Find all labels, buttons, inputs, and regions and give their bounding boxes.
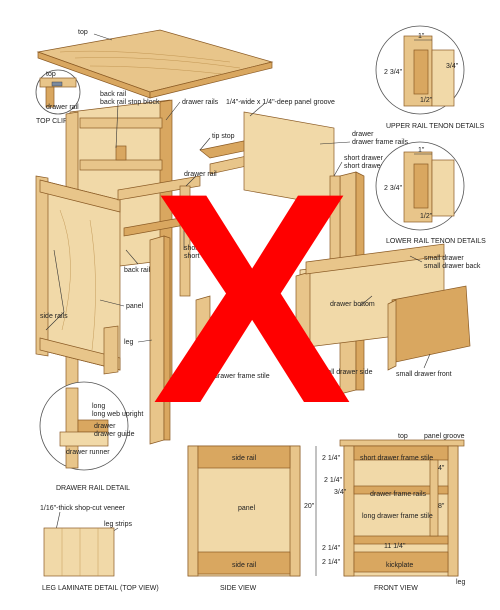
caption-upper-rail-tenon: UPPER RAIL TENON DETAILS	[386, 123, 485, 130]
label-short-web-upright-1: short	[184, 245, 200, 252]
big-red-x-mark: X	[152, 130, 354, 466]
dim-front-b: 3/4"	[334, 489, 347, 496]
label-drawer-guide-1: drawer	[94, 423, 116, 430]
label-leg-strips: leg strips	[104, 521, 133, 528]
label-small-drawer-side: small drawer side	[318, 369, 373, 376]
label-drawer-rail-clip: drawer rail	[46, 104, 79, 111]
label-drawer-frame-rails-front: drawer frame rails	[370, 491, 427, 498]
dim-lower-bottom: 1/2"	[420, 213, 433, 220]
dim-front-c: 4"	[438, 465, 445, 472]
label-top: top	[78, 29, 88, 36]
label-veneer: 1/16"-thick shop-cut veneer	[40, 505, 126, 512]
label-drawer-bottom: drawer bottom	[330, 301, 375, 308]
dim-front-a: 2 1/4"	[324, 477, 343, 484]
label-side-rail-top: side rail	[232, 455, 257, 462]
label-top-clip-top: top	[46, 71, 56, 78]
label-back-rail: back rail	[124, 267, 151, 274]
top-board	[36, 29, 274, 99]
label-drawer-frame-rails: drawer frame rails	[352, 139, 409, 146]
label-leg-front: leg	[456, 579, 465, 586]
caption-front-view: FRONT VIEW	[374, 585, 418, 592]
caption-lower-rail-tenon: LOWER RAIL TENON DETAILS	[386, 238, 486, 245]
caption-top-clip-detail: TOP CLIP DETAIL	[36, 118, 94, 125]
label-tip-stop: tip stop	[212, 133, 235, 140]
dim-side-height: 20"	[304, 503, 315, 510]
label-short-drawer-frame-stile-1: short drawer	[344, 155, 384, 162]
dim-lower-side: 2 3/4"	[384, 185, 403, 192]
carcass-assembly	[35, 99, 365, 445]
side-view	[187, 445, 301, 577]
dim-lower-top: 1"	[418, 147, 425, 154]
label-back-rail-stop-block-1: back rail	[100, 91, 127, 98]
dim-upper-side: 2 3/4"	[384, 69, 403, 76]
label-drawer-runner: drawer runner	[66, 449, 110, 456]
label-panel: panel	[126, 303, 144, 310]
dim-side-top: 2 1/4"	[322, 455, 341, 462]
label-side-rails: side rails	[40, 313, 68, 320]
label-short-web-upright: short web upright	[184, 253, 238, 260]
dim-front-e: 11 1/4"	[384, 543, 406, 550]
dim-front-d: 8"	[438, 503, 445, 510]
label-panel-groove-front: panel groove	[424, 433, 465, 440]
caption-side-view: SIDE VIEW	[220, 585, 257, 592]
caption-leg-laminate: LEG LAMINATE DETAIL (TOP VIEW)	[42, 585, 159, 592]
label-small-drawer-front: small drawer front	[396, 371, 452, 378]
small-drawer	[295, 243, 471, 371]
dim-front-f: 2 1/4"	[322, 545, 341, 552]
label-long-web-upright-1: long	[92, 403, 105, 410]
label-long-web-upright: long web upright	[92, 411, 143, 418]
label-panel-groove: 1/4"-wide x 1/4"-deep panel groove	[226, 99, 335, 106]
label-long-drawer-frame-stile: long drawer frame stile	[362, 513, 433, 520]
label-small-drawer-back-1: small drawer	[424, 255, 464, 262]
dim-side-bottom: 2 1/4"	[322, 559, 341, 566]
label-leg: leg	[124, 339, 133, 346]
label-kickplate: kickplate	[386, 562, 413, 569]
label-small-drawer-back: small drawer back	[424, 263, 481, 270]
dim-upper-top: 1"	[418, 33, 425, 40]
label-drawer-frame-stile: drawer frame stile	[214, 373, 270, 380]
label-drawer-guide: drawer guide	[94, 431, 135, 438]
label-panel-side: panel	[238, 505, 256, 512]
front-view	[339, 439, 465, 577]
label-back-rail-stop-block: back rail stop block	[100, 99, 160, 106]
label-side-rail-bottom: side rail	[232, 562, 257, 569]
label-drawer-rail: drawer rail	[184, 171, 217, 178]
label-drawer-frame-rails-1: drawer	[352, 131, 374, 138]
leg-laminate	[43, 527, 115, 577]
label-drawer-rails: drawer rails	[182, 99, 219, 106]
dim-upper-right: 3/4"	[446, 63, 459, 70]
label-short-drawer-frame-stile-front: short drawer frame stile	[360, 455, 433, 462]
dim-upper-bottom: 1/2"	[420, 97, 433, 104]
caption-drawer-rail-detail: DRAWER RAIL DETAIL	[56, 485, 130, 492]
label-top-front: top	[398, 433, 408, 440]
